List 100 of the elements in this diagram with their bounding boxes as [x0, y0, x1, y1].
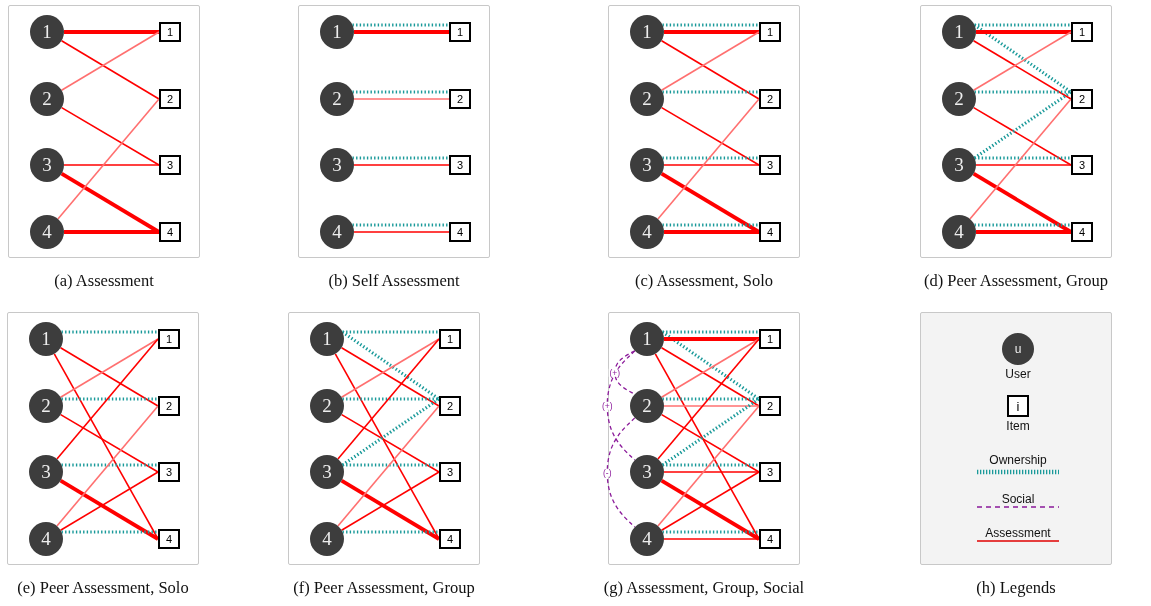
panel-caption: (d) Peer Assessment, Group [923, 271, 1109, 291]
line [663, 471, 760, 473]
user-node: 1 [630, 322, 664, 356]
user-node: u [1002, 333, 1034, 365]
user-node: 2 [310, 389, 344, 423]
diagram-panel [920, 5, 1112, 258]
line [657, 405, 760, 527]
panel-caption: (f) Peer Assessment, Group [293, 578, 475, 598]
line [657, 98, 760, 220]
dotted-line [352, 23, 449, 27]
user-node: 3 [630, 455, 664, 489]
dotted-line [662, 330, 759, 334]
thick-line [64, 30, 159, 34]
user-node: 2 [30, 82, 64, 116]
diagram-panel [288, 312, 480, 565]
line [60, 106, 160, 166]
user-node: 3 [942, 148, 976, 182]
user-node: 1 [29, 322, 63, 356]
diagram-panel [608, 5, 800, 258]
line [663, 538, 760, 540]
dotted-line [662, 90, 759, 94]
dotted-line [342, 330, 439, 334]
line [59, 413, 159, 473]
thick-line [660, 479, 760, 541]
line [663, 405, 760, 407]
edge-label: (-) [602, 468, 613, 477]
user-node: 4 [630, 522, 664, 556]
line [660, 39, 760, 100]
user-node: 2 [942, 82, 976, 116]
thick-line [64, 230, 159, 234]
user-node: 2 [320, 82, 354, 116]
line [972, 106, 1072, 166]
thick-line [59, 479, 159, 541]
line [975, 164, 1072, 166]
dotted-line [61, 397, 158, 401]
legend-label: Social [1001, 492, 1035, 506]
line [657, 338, 760, 460]
dotted-line [974, 23, 1071, 27]
item-node: 4 [159, 222, 181, 242]
panel-caption: (c) Assessment, Solo [635, 271, 773, 291]
user-node: 1 [630, 15, 664, 49]
item-node: 1 [1071, 22, 1093, 42]
dotted-line [662, 223, 759, 227]
line [353, 98, 450, 100]
panel-caption: (e) Peer Assessment, Solo [17, 578, 189, 598]
dotted-line [342, 530, 439, 534]
line [337, 405, 440, 527]
item-node: 4 [439, 529, 461, 549]
dotted-line [61, 463, 158, 467]
item-node: 4 [158, 529, 180, 549]
user-node: 1 [320, 15, 354, 49]
panel-caption: (g) Assessment, Group, Social [603, 578, 805, 598]
item-node: 3 [439, 462, 461, 482]
line [660, 346, 760, 407]
line [59, 338, 159, 399]
item-node: 1 [759, 329, 781, 349]
dotted-line [61, 330, 158, 334]
node-caption: Item [1006, 419, 1030, 433]
user-node: 2 [630, 82, 664, 116]
item-node: 3 [158, 462, 180, 482]
edge-label: (+) [608, 368, 622, 377]
line [340, 413, 440, 473]
dashed-curve [606, 417, 636, 528]
user-node: 2 [630, 389, 664, 423]
item-node: 1 [158, 329, 180, 349]
legend-label: Ownership [989, 453, 1047, 467]
dotted-line [61, 530, 158, 534]
line [663, 164, 760, 166]
dotted-line [662, 530, 759, 534]
user-node: 4 [630, 215, 664, 249]
item-node: i [1007, 395, 1029, 417]
dotted-line [341, 397, 440, 467]
panel-caption: (a) Assessment [54, 271, 154, 291]
dotted-line [662, 23, 759, 27]
user-node: 1 [310, 322, 344, 356]
item-node: 1 [159, 22, 181, 42]
line [660, 471, 760, 532]
line [59, 471, 159, 532]
thick-line [354, 30, 449, 34]
thick-line [664, 337, 759, 341]
user-node: 4 [942, 215, 976, 249]
dotted-line [974, 90, 1071, 94]
user-node: 1 [942, 15, 976, 49]
dotted-line [661, 397, 760, 467]
item-node: 4 [759, 529, 781, 549]
line [60, 31, 160, 92]
item-node: 4 [449, 222, 471, 242]
diagram-panel [298, 5, 490, 258]
item-node: 1 [449, 22, 471, 42]
line [57, 98, 160, 220]
item-node: 3 [759, 462, 781, 482]
user-node: 2 [29, 389, 63, 423]
line [59, 346, 159, 407]
edge-label: (+) [600, 401, 614, 410]
line [337, 338, 440, 460]
dotted-line [662, 397, 759, 401]
user-node: 3 [310, 455, 344, 489]
line [660, 413, 760, 473]
line [660, 106, 760, 166]
line [63, 164, 160, 166]
